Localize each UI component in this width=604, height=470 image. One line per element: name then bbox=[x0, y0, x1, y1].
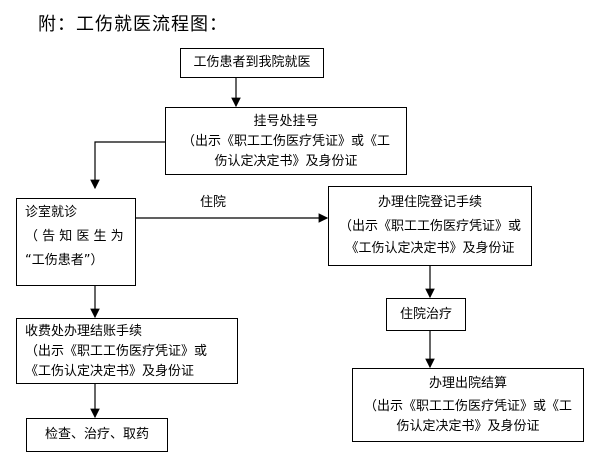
clinic-note-2: “工伤患者”） bbox=[25, 253, 104, 268]
clinic-box: 诊室就诊 （ 告 知 医 生 为 “工伤患者”） bbox=[16, 198, 136, 286]
page-title: 附：工伤就医流程图： bbox=[38, 14, 228, 35]
registration-title: 挂号处挂号 bbox=[253, 114, 319, 129]
start-box: 工伤患者到我院就医 bbox=[180, 48, 324, 78]
admission-note-1: （出示《职工工伤医疗凭证》或 bbox=[338, 219, 521, 234]
payment-title: 收费处办理结账手续 bbox=[25, 324, 143, 339]
admission-note-2: 《工伤认定决定书》及身份证 bbox=[345, 241, 515, 256]
inpatient-label: 住院 bbox=[198, 195, 229, 211]
exam-label: 检查、治疗、取药 bbox=[44, 427, 149, 442]
treatment-box: 住院治疗 bbox=[386, 298, 466, 331]
registration-box: 挂号处挂号 （出示《职工工伤医疗凭证》或《工 伤认定决定书》及身份证 bbox=[165, 107, 407, 175]
registration-note-2: 伤认定决定书》及身份证 bbox=[214, 154, 358, 169]
admission-title: 办理住院登记手续 bbox=[377, 195, 482, 210]
registration-note-1: （出示《职工工伤医疗凭证》或《工 bbox=[181, 134, 390, 149]
arrow-registration-to-clinic bbox=[90, 141, 165, 190]
admission-box: 办理住院登记手续 （出示《职工工伤医疗凭证》或 《工伤认定决定书》及身份证 bbox=[328, 186, 532, 266]
payment-box: 收费处办理结账手续 （出示《职工工伤医疗凭证》或 《工伤认定决定书》及身份证 bbox=[16, 318, 238, 384]
discharge-title: 办理出院结算 bbox=[428, 376, 507, 391]
start-label: 工伤患者到我院就医 bbox=[193, 55, 311, 70]
clinic-title: 诊室就诊 bbox=[25, 205, 78, 220]
clinic-note-1: （ 告 知 医 生 为 bbox=[25, 229, 124, 244]
payment-note-2: 《工伤认定决定书》及身份证 bbox=[25, 364, 195, 379]
discharge-box: 办理出院结算 （出示《职工工伤医疗凭证》或《工 伤认定决定书》及身份证 bbox=[352, 368, 584, 442]
discharge-note-1: （出示《职工工伤医疗凭证》或《工 bbox=[363, 399, 572, 414]
discharge-note-2: 伤认定决定书》及身份证 bbox=[396, 419, 540, 434]
treatment-label: 住院治疗 bbox=[399, 307, 452, 322]
payment-note-1: （出示《职工工伤医疗凭证》或 bbox=[25, 344, 208, 359]
exam-box: 检查、治疗、取药 bbox=[26, 418, 168, 452]
